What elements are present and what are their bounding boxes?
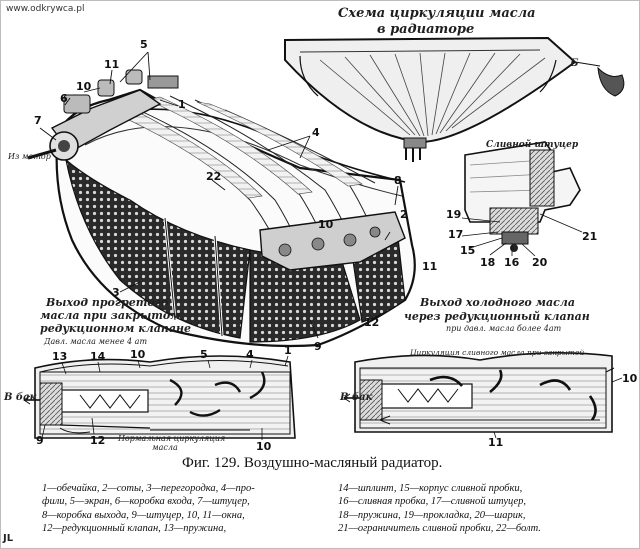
section-callout-10: 10 [130,348,146,361]
drain-fitting-detail [461,141,583,257]
watermark-text: www.odkrywca.pl [6,4,85,14]
to-tank-right: В бак [340,392,373,403]
section-callout-13: 13 [52,350,68,363]
warm-pressure-note: Давл. масла менее 4 ат [44,337,148,346]
legend-left-line: 1—обечайка, 2—соты, 3—перегородка, 4—про… [42,483,255,494]
legend-left: 1—обечайка, 2—соты, 3—перегородка, 4—про… [42,482,255,536]
callout-1: 1 [178,98,186,111]
legend-right-line: 21—ограничитель сливной пробки, 22—болт. [338,523,541,535]
section-cold-oil [343,352,623,439]
figure-caption: Фиг. 129. Воздушно-масляный радиатор. [182,455,443,471]
callout-12: 12 [364,316,380,329]
schema-title-line1: Схема циркуляции масла [338,6,536,21]
callout-20: 20 [532,256,548,269]
normal-circulation-line1: Нормальная циркуляция [118,434,226,443]
inlet-label: Из мотор [8,152,51,161]
warm-title-line3: редукционном клапане [40,322,191,335]
cold-pressure-note: при давл. масла более 4ат [446,324,562,333]
legend-right-line: 16—сливная пробка, 17—сливной штуцер, [338,496,527,508]
callout-2: 2 [400,208,408,221]
warm-title-line2: масла при закрытом [40,309,181,322]
legend-right: 14—шплинт, 15—корпус сливной пробки, 16—… [338,482,541,536]
callout-19: 19 [446,208,462,221]
callout-10-top: 10 [76,80,92,93]
legend-left-line: фили, 5—экран, 6—коробка входа, 7—штуцер… [42,496,250,508]
callout-7: 7 [34,114,42,127]
legend-right-line: 18—пружина, 19—прокладка, 20—шарик, [338,509,526,521]
callout-18: 18 [480,256,496,269]
callout-6: 6 [60,92,68,105]
warm-title-line1: Выход прогретого [46,296,169,309]
section-callout-11-right: 11 [488,436,504,449]
to-tank-left: В бак [4,392,37,403]
legend-right-line: 14—шплинт, 15—корпус сливной пробки, [338,483,523,494]
callout-8: 8 [394,174,402,187]
callout-21: 21 [582,230,598,243]
fitting-title: Сливной штуцер [486,140,579,150]
section-callout-10-right: 10 [622,372,638,385]
cold-title-line2: через редукционный клапан [404,310,590,323]
callout-17: 17 [448,228,464,241]
callout-22: 22 [206,170,222,183]
callout-5: 5 [140,38,148,51]
schema-title-line2: в радиаторе [377,22,475,37]
callout-10-main: 10 [318,218,334,231]
section-callout-10-bottom: 10 [256,440,272,453]
callout-15: 15 [460,244,476,257]
section-callout-5: 5 [200,348,208,361]
radiator-main-body [27,51,416,348]
callout-16: 16 [504,256,520,269]
cold-title-line1: Выход холодного масла [420,296,575,309]
section-callout-1: 1 [284,344,292,357]
legend-left-line: 12—редукционный клапан, 13—пружина, [42,523,227,535]
section-callout-12: 12 [90,434,106,447]
normal-circulation-line2: масла [152,443,178,452]
callout-11: 11 [104,58,120,71]
section-callout-14: 14 [90,350,106,363]
section-warm-oil [23,355,296,440]
callout-9: 9 [314,340,322,353]
callout-11-main: 11 [422,260,438,273]
section-callout-9: 9 [36,434,44,447]
circulation-schema [284,36,625,162]
callout-3: 3 [112,286,120,299]
section-callout-4: 4 [246,348,254,361]
callout-4: 4 [312,126,320,139]
signature-mark: JL [3,533,14,544]
legend-left-line: 8—коробка выхода, 9—штуцер, 10, 11—окна, [42,509,245,521]
side-mark-label: Б [570,58,579,69]
closed-circulation-note: Циркуляция сливного масла при закрытой [410,348,585,357]
